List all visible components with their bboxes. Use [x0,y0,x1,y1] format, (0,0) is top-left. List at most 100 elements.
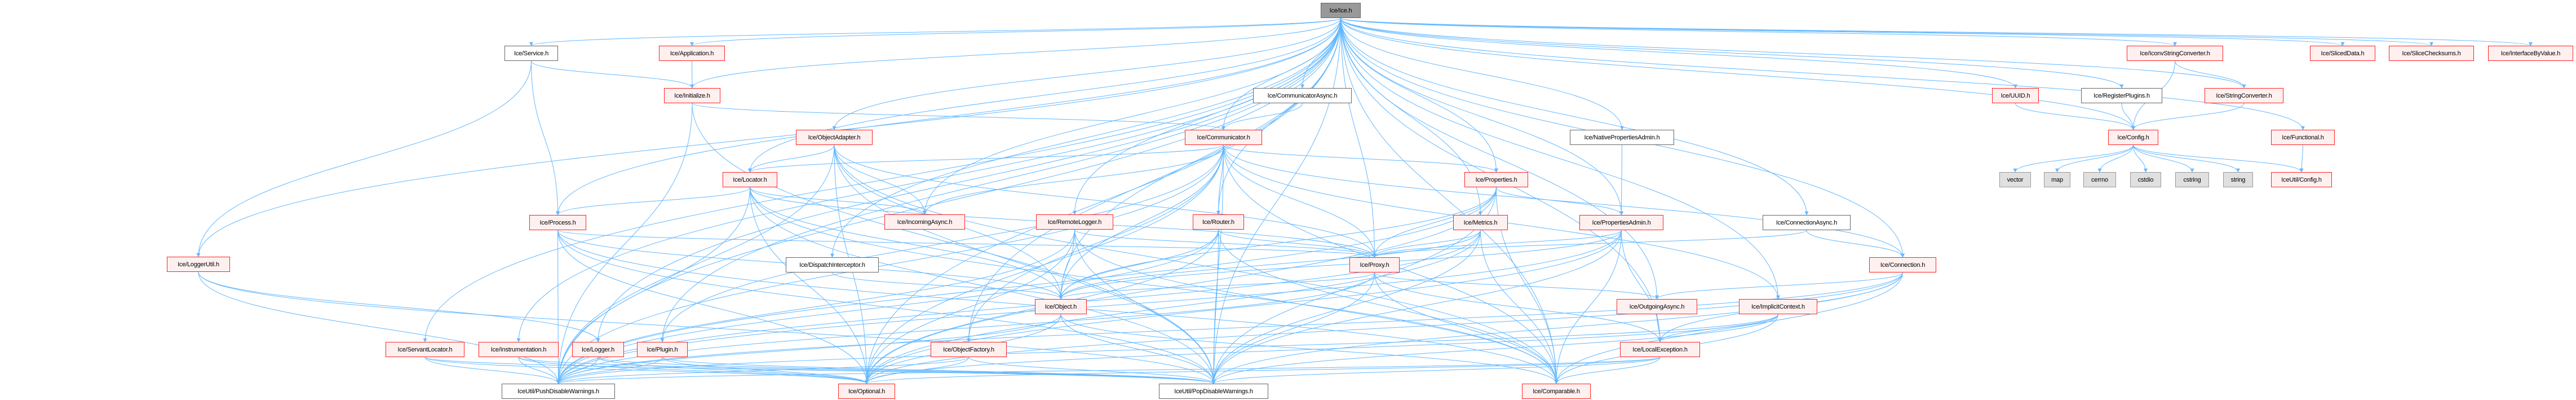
edge-stringconverter-to-config [2131,103,2245,130]
node-application[interactable]: Ice/Application.h [659,46,725,61]
edge-communicator-to-proxy [1223,144,1376,258]
edge-connection-to-optional [865,272,1903,384]
edge-communicator-to-connection [1223,144,1905,258]
edge-objectfactory-to-optional [865,357,969,384]
edge-config-to-iceutilconfig [2133,144,2304,173]
edge-ice-to-plugin [660,17,1341,342]
node-ice: Ice/Ice.h [1321,3,1361,18]
edge-ice-to-popdisable [1211,17,1341,384]
edge-logger-to-optional [597,357,869,384]
edge-remotelogger-to-optional [865,229,1075,384]
edge-ice-to-dispatchinterceptor [830,17,1341,258]
edge-loggerutil-to-pushdisable [198,271,560,384]
node-locator[interactable]: Ice/Locator.h [723,172,777,187]
node-pushdisable[interactable]: IceUtil/PushDisableWarnings.h [502,384,615,399]
edge-properties-to-proxy [1373,187,1497,258]
edge-servantlocator-to-optional [424,357,869,384]
edge-loggerutil-to-popdisable [198,271,1216,384]
node-popdisable[interactable]: IceUtil/PopDisableWarnings.h [1159,384,1268,399]
node-initialize[interactable]: Ice/Initialize.h [664,88,720,103]
edge-ice-to-servantlocator [423,17,1341,342]
node-vector: vector [1999,172,2031,187]
edge-localexception-to-optional [865,357,1661,384]
edge-config-to-map [2055,144,2134,173]
node-slicechecksums[interactable]: Ice/SliceChecksums.h [2389,46,2474,61]
edge-connection-to-outgoingasync [1655,272,1903,300]
edge-locator-to-incomingasync [750,187,927,215]
edge-communicator-to-objectfactory [967,144,1224,342]
edge-propertiesadmin-to-optional [865,230,1622,384]
node-uuid[interactable]: Ice/UUID.h [1992,88,2039,103]
node-interfacebyvalue[interactable]: Ice/InterfaceByValue.h [2488,46,2573,61]
node-plugin[interactable]: Ice/Plugin.h [637,342,688,357]
edge-metrics-to-proxy [1373,230,1481,258]
node-incomingasync[interactable]: Ice/IncomingAsync.h [884,214,965,230]
edge-servantlocator-to-popdisable [424,357,1216,384]
edge-remotelogger-to-comparable [1074,229,1559,384]
edge-ice-to-registerplugins [1340,17,2124,89]
edge-object-to-comparable [1060,314,1559,384]
edge-communicator-to-locator [748,144,1224,173]
edge-proxy-to-outgoingasync [1374,272,1659,300]
edge-locator-to-process [556,187,750,216]
node-properties[interactable]: Ice/Properties.h [1464,172,1528,187]
node-dispatchinterceptor[interactable]: Ice/DispatchInterceptor.h [786,257,879,272]
node-loggerutil[interactable]: Ice/LoggerUtil.h [167,257,230,272]
edge-ice-to-nativepropertiesadmin [1340,17,1624,130]
node-communicator[interactable]: Ice/Communicator.h [1185,130,1262,145]
edge-objectadapter-to-popdisable [834,144,1216,384]
edge-config-to-cstring [2133,144,2194,173]
node-servantlocator[interactable]: Ice/ServantLocator.h [386,342,464,357]
node-propertiesadmin[interactable]: Ice/PropertiesAdmin.h [1579,215,1663,230]
node-implicitcontext[interactable]: Ice/ImplicitContext.h [1739,299,1817,314]
edge-iconvstringconverter-to-stringconverter [2175,60,2246,89]
edge-objectadapter-to-pushdisable [556,144,835,384]
edge-connection-to-pushdisable [556,272,1903,384]
node-metrics[interactable]: Ice/Metrics.h [1453,215,1508,230]
node-optional[interactable]: Ice/Optional.h [838,384,895,399]
node-iconvstringconverter[interactable]: Ice/IconvStringConverter.h [2127,46,2223,61]
node-instrumentation[interactable]: Ice/Instrumentation.h [479,342,559,357]
edge-ice-to-iconvstringconverter [1340,17,2177,46]
node-iceutilconfig[interactable]: IceUtil/Config.h [2271,172,2332,187]
node-stringconverter[interactable]: Ice/StringConverter.h [2205,88,2283,103]
node-registerplugins[interactable]: Ice/RegisterPlugins.h [2081,88,2162,103]
node-process[interactable]: Ice/Process.h [529,215,586,230]
node-objectadapter[interactable]: Ice/ObjectAdapter.h [796,130,873,145]
node-communicatorasync[interactable]: Ice/CommunicatorAsync.h [1253,88,1352,103]
edge-communicator-to-incomingasync [923,144,1224,215]
node-object[interactable]: Ice/Object.h [1035,299,1087,314]
edge-router-to-comparable [1218,229,1559,384]
edge-ice-to-locator [748,17,1341,173]
edge-localexception-to-comparable [1554,357,1661,384]
node-service[interactable]: Ice/Service.h [504,46,558,61]
edge-object-to-popdisable [1060,314,1216,384]
edge-ice-to-application [690,17,1341,46]
edge-locator-to-optional [750,187,869,384]
edge-ice-to-incomingasync [923,17,1341,215]
node-objectfactory[interactable]: Ice/ObjectFactory.h [931,342,1007,357]
node-remotelogger[interactable]: Ice/RemoteLogger.h [1036,214,1113,230]
node-router[interactable]: Ice/Router.h [1193,214,1244,230]
node-config[interactable]: Ice/Config.h [2108,130,2158,145]
node-proxy[interactable]: Ice/Proxy.h [1349,257,1400,272]
edge-objectadapter-to-incomingasync [834,144,927,215]
edge-remotelogger-to-object [1059,229,1075,300]
node-cerrno: cerrno [2083,172,2116,187]
edge-object-to-pushdisable [556,314,1061,384]
node-functional[interactable]: Ice/Functional.h [2271,130,2335,145]
node-connectionasync[interactable]: Ice/ConnectionAsync.h [1763,215,1851,230]
node-connection[interactable]: Ice/Connection.h [1869,257,1936,272]
node-localexception[interactable]: Ice/LocalException.h [1620,342,1700,357]
node-logger[interactable]: Ice/Logger.h [572,342,624,357]
node-outgoingasync[interactable]: Ice/OutgoingAsync.h [1617,299,1697,314]
edge-connection-to-comparable [1554,272,1903,384]
node-sliceddata[interactable]: Ice/SlicedData.h [2310,46,2375,61]
edge-router-to-popdisable [1211,229,1219,384]
node-comparable[interactable]: Ice/Comparable.h [1522,384,1591,399]
edge-ice-to-service [529,17,1341,46]
edge-process-to-proxy [557,230,1376,258]
node-nativepropertiesadmin[interactable]: Ice/NativePropertiesAdmin.h [1570,130,1674,145]
edge-ice-to-logger [596,17,1341,342]
